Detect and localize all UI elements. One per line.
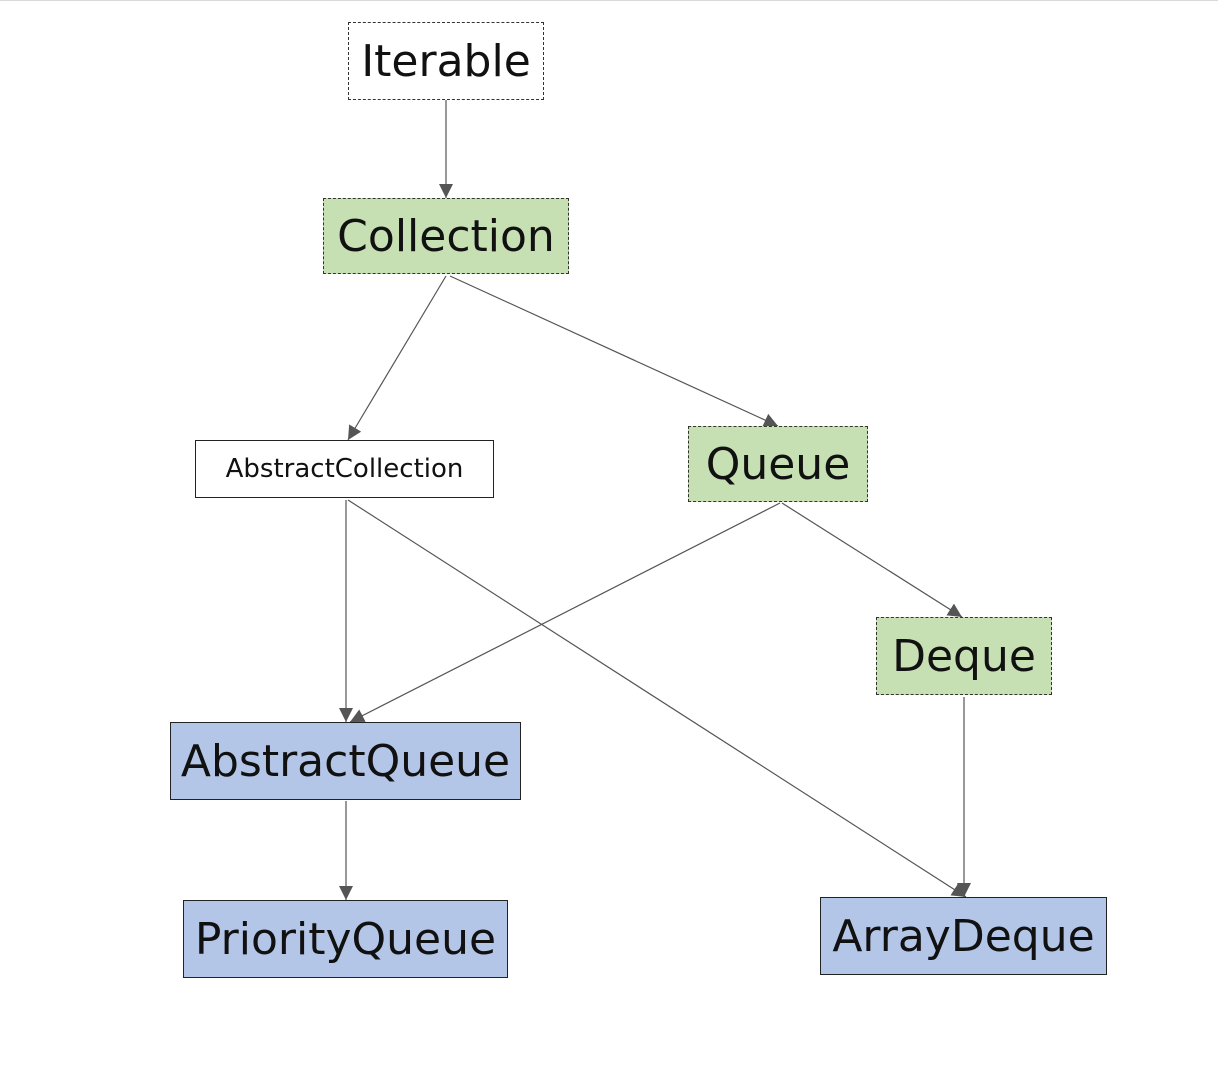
edge-collection-to-abstract-collection bbox=[347, 275, 447, 441]
node-collection-label: Collection bbox=[337, 210, 555, 262]
node-priority-queue-label: PriorityQueue bbox=[194, 913, 497, 965]
node-collection: Collection bbox=[323, 198, 569, 274]
edge-collection-to-queue bbox=[449, 275, 779, 427]
node-queue-label: Queue bbox=[705, 438, 851, 490]
edge-queue-to-abstract-queue bbox=[349, 502, 781, 723]
node-priority-queue: PriorityQueue bbox=[183, 900, 508, 978]
node-array-deque-label: ArrayDeque bbox=[832, 910, 1095, 962]
edge-queue-to-deque bbox=[781, 502, 963, 618]
top-border-line bbox=[0, 0, 1218, 1]
node-abstract-queue-label: AbstractQueue bbox=[180, 735, 511, 787]
edge-abstract-collection-to-array-deque bbox=[347, 499, 967, 898]
node-deque: Deque bbox=[876, 617, 1052, 695]
node-abstract-queue: AbstractQueue bbox=[170, 722, 521, 800]
node-abstract-collection: AbstractCollection bbox=[195, 440, 494, 498]
node-abstract-collection-label: AbstractCollection bbox=[225, 454, 464, 484]
node-deque-label: Deque bbox=[892, 630, 1036, 682]
node-iterable-label: Iterable bbox=[361, 35, 531, 87]
node-array-deque: ArrayDeque bbox=[820, 897, 1107, 975]
node-queue: Queue bbox=[688, 426, 868, 502]
node-iterable: Iterable bbox=[348, 22, 544, 100]
